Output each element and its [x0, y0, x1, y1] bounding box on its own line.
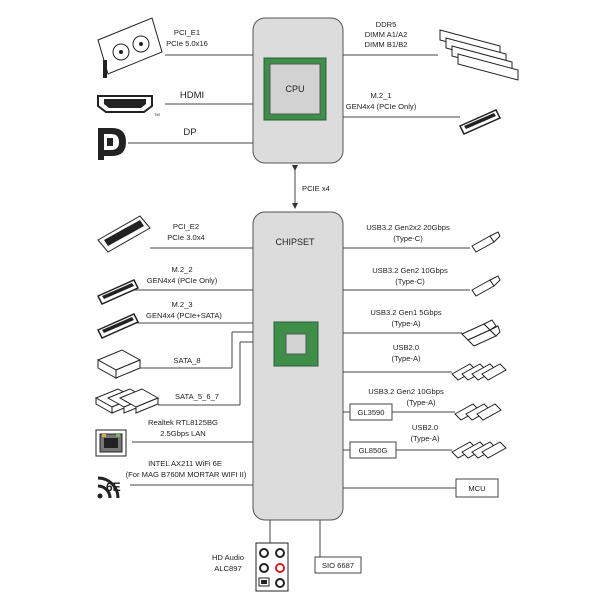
m2-2-sub: GEN4x4 (PCIe Only) — [147, 276, 218, 285]
usb-gen2c-label: USB3.2 Gen2 10Gbps — [372, 266, 448, 275]
sio-label: SIO 6687 — [322, 561, 354, 570]
wifi-label: INTEL AX211 WiFi 6E — [148, 459, 222, 468]
m2-ssd-icon — [96, 313, 140, 339]
m2-1-sub: GEN4x4 (PCIe Only) — [346, 102, 417, 111]
wifi-6e-icon: 6E — [97, 476, 121, 499]
usb-c-plug-icon — [471, 275, 501, 297]
m2-ssd-icon — [96, 279, 140, 305]
gl3590-label: GL3590 — [357, 408, 384, 417]
chipset-die-core — [285, 333, 307, 355]
pci-e2-label: PCI_E2 — [173, 222, 199, 231]
hdmi-logo-icon: TM — [97, 95, 160, 117]
svg-text:TM: TM — [154, 112, 160, 117]
wifi-sub: (For MAG B760M MORTAR WIFI II) — [126, 470, 247, 479]
usb-gen2c-sub: (Type-C) — [395, 277, 425, 286]
m2-2-label: M.2_2 — [171, 265, 192, 274]
chipset-title: CHIPSET — [275, 237, 315, 247]
hdmi-label: HDMI — [180, 90, 204, 101]
sata-drives-icon — [94, 388, 160, 414]
usb-c-plug-icon — [471, 231, 501, 253]
usb2-label: USB2.0 — [393, 343, 419, 352]
dp-label: DP — [183, 127, 196, 138]
usb-gen2x2-label: USB3.2 Gen2x2 20Gbps — [366, 223, 450, 232]
ram-modules-icon — [439, 29, 519, 81]
pcie-slot-icon — [97, 215, 151, 253]
mcu-box — [455, 478, 499, 498]
audio-jacks-icon — [255, 542, 289, 592]
m2-3-label: M.2_3 — [171, 300, 192, 309]
sata-8-label: SATA_8 — [173, 356, 200, 365]
mcu-label: MCU — [468, 484, 485, 493]
usb-gen2a-sub: (Type-A) — [406, 398, 436, 407]
wifi-badge: 6E — [106, 480, 121, 494]
usb-gen2a-label: USB3.2 Gen2 10Gbps — [368, 387, 444, 396]
pci-e1-sub: PCIe 5.0x16 — [166, 39, 208, 48]
graphics-card-icon — [97, 17, 163, 78]
usb2b-label: USB2.0 — [412, 423, 438, 432]
usb-a-plugs-icon — [451, 363, 507, 381]
usb-a-plugs-icon — [454, 403, 502, 421]
pci-e2-sub: PCIe 3.0x4 — [167, 233, 205, 242]
audio-label: HD Audio — [212, 553, 244, 562]
usb-a-plugs-icon — [461, 319, 501, 347]
ddr5-sub1: DIMM A1/A2 — [365, 30, 408, 39]
cpu-title: CPU — [285, 84, 304, 94]
lan-sub: 2.5Gbps LAN — [160, 429, 206, 438]
ddr5-sub2: DIMM B1/B2 — [364, 40, 407, 49]
m2-3-sub: GEN4x4 (PCIe+SATA) — [146, 311, 222, 320]
usb2b-sub: (Type-A) — [410, 434, 440, 443]
sata-drive-icon — [96, 349, 142, 379]
cpu-die-core — [269, 63, 321, 115]
audio-sub: ALC897 — [214, 564, 241, 573]
pcie-link-label: PCIE x4 — [302, 184, 330, 193]
ethernet-port-icon — [95, 429, 127, 457]
m2-1-label: M.2_1 — [370, 91, 391, 100]
sata-567-label: SATA_5_6_7 — [175, 392, 219, 401]
gl850g-label: GL850G — [359, 446, 388, 455]
usb-gen2x2-sub: (Type-C) — [393, 234, 423, 243]
pci-e1-label: PCI_E1 — [174, 28, 200, 37]
usb-a-plugs-icon — [451, 441, 507, 459]
usb-gen1-label: USB3.2 Gen1 5Gbps — [370, 308, 442, 317]
sio-box — [314, 556, 362, 574]
ddr5-label: DDR5 — [376, 20, 397, 29]
displayport-logo-icon — [98, 128, 126, 160]
lan-label: Realtek RTL8125BG — [148, 418, 218, 427]
usb-gen1-sub: (Type-A) — [391, 319, 421, 328]
usb2-sub: (Type-A) — [391, 354, 421, 363]
m2-ssd-icon — [458, 109, 502, 135]
